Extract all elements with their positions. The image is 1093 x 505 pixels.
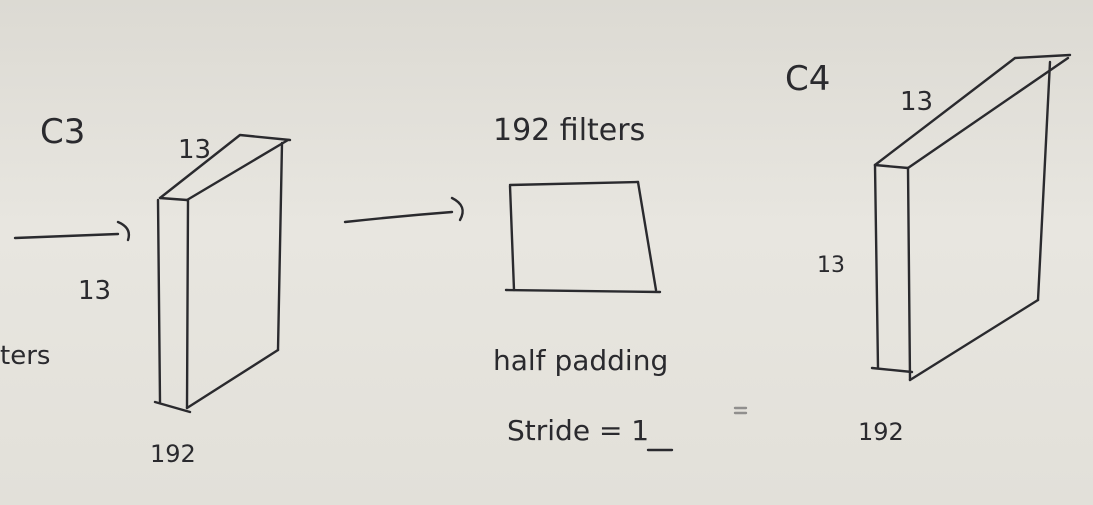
partial-word-label: ters bbox=[0, 341, 50, 371]
c3-bottom-dimension: 192 bbox=[150, 440, 196, 468]
c3-label: C3 bbox=[40, 112, 85, 152]
c4-volume bbox=[870, 53, 1072, 382]
filters-label: 192 filters bbox=[493, 113, 645, 148]
c4-label: C4 bbox=[785, 59, 830, 99]
c4-top-dimension: 13 bbox=[900, 87, 933, 117]
incoming-arrow bbox=[13, 220, 131, 242]
middle-arrow bbox=[343, 196, 464, 224]
stride-label: Stride = 1 bbox=[507, 414, 649, 447]
equals-mark bbox=[733, 406, 748, 415]
c3-side-dimension: 13 bbox=[78, 276, 111, 306]
c3-top-dimension: 13 bbox=[178, 135, 211, 165]
filter-square bbox=[504, 180, 662, 294]
half-padding-label: half padding bbox=[493, 344, 668, 377]
c4-bottom-dimension: 192 bbox=[858, 418, 904, 446]
c4-side-dimension: 13 bbox=[817, 253, 845, 278]
c3-volume bbox=[153, 133, 292, 414]
